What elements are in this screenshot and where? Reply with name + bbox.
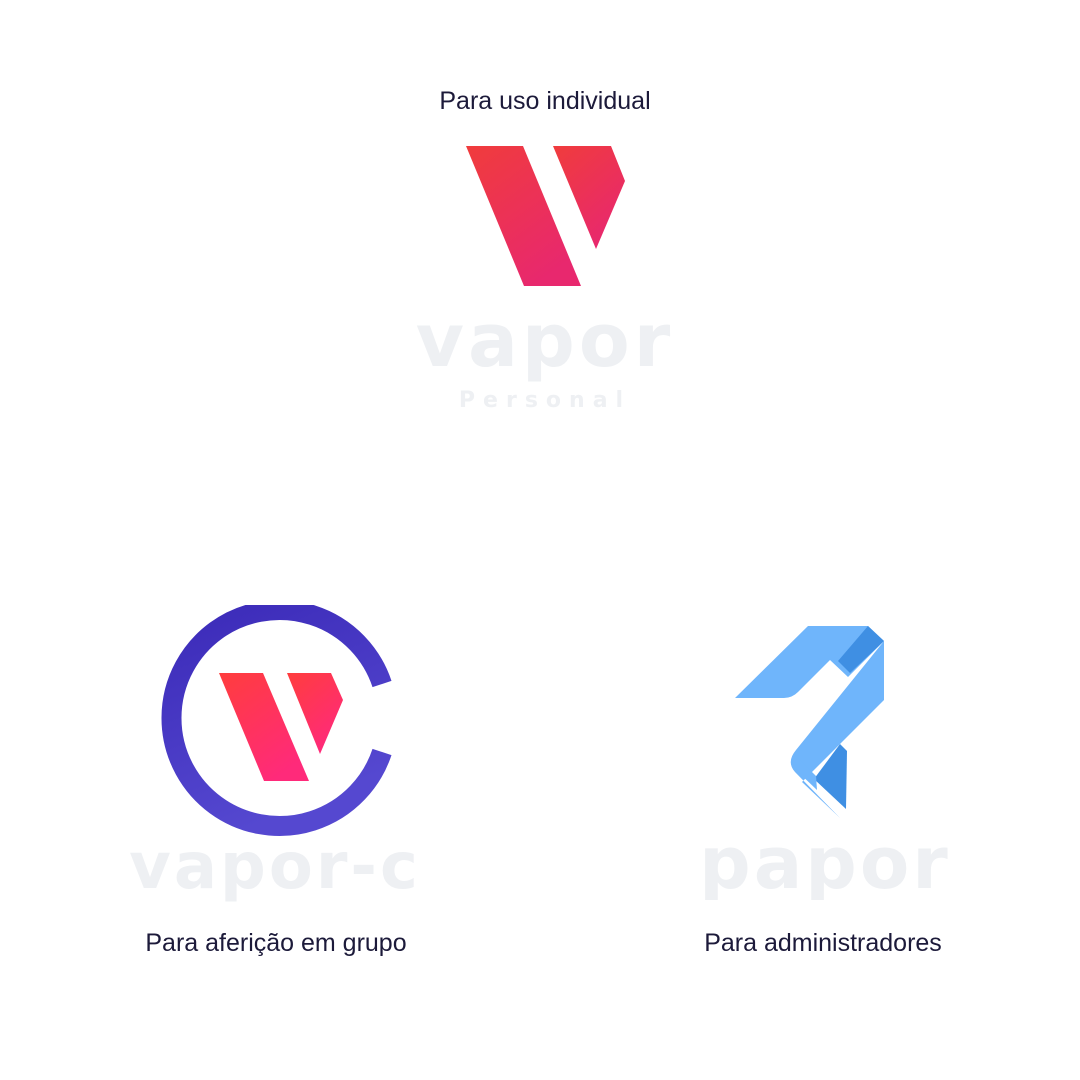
caption-personal: Para uso individual xyxy=(439,87,651,115)
caption-admin: Para administradores xyxy=(704,929,942,957)
vapor-c-ring-icon xyxy=(161,605,392,836)
vapor-wordmark: vapor xyxy=(416,298,674,384)
papor-ribbon-icon xyxy=(735,626,884,818)
papor-wordmark: papor xyxy=(699,821,951,900)
papor-logo: papor xyxy=(699,626,951,900)
vapor-c-logo: vapor-c xyxy=(129,605,421,904)
vapor-c-wordmark: vapor-c xyxy=(129,830,421,904)
vapor-v-icon xyxy=(466,146,625,286)
caption-group: Para aferição em grupo xyxy=(145,929,407,957)
personal-sub-wordmark: Personal xyxy=(459,388,631,413)
vapor-personal-logo: vapor Personal xyxy=(416,146,674,413)
